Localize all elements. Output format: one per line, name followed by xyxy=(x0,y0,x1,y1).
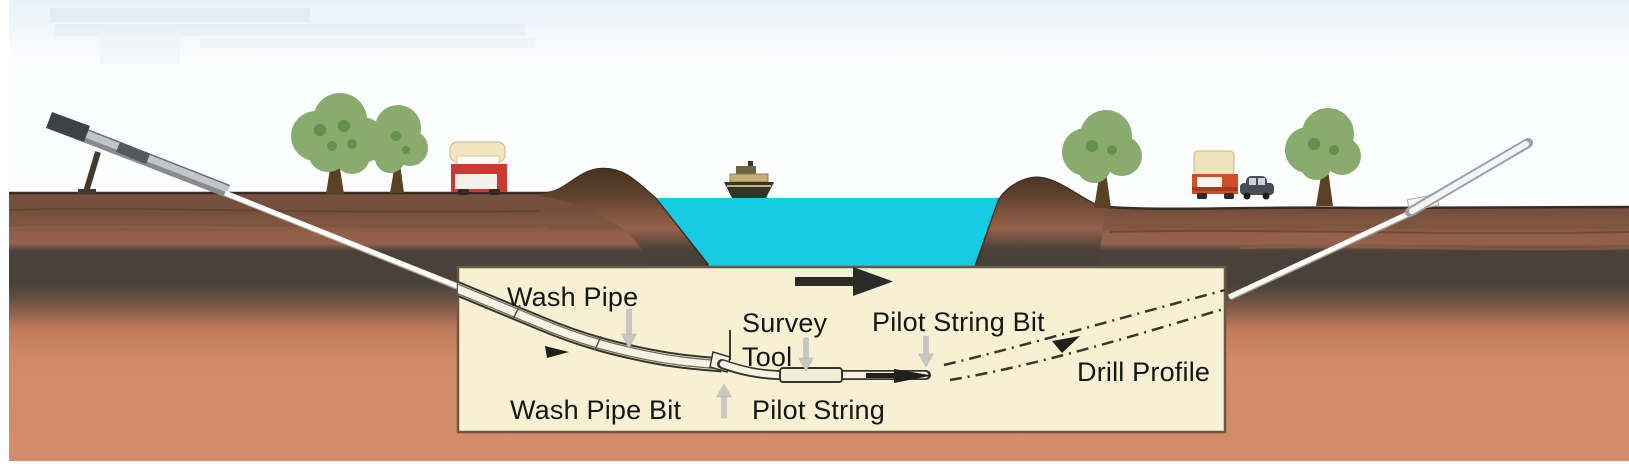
wheel xyxy=(1224,193,1234,199)
wash-pipe-bit-pointer-arrow xyxy=(716,383,732,419)
survey-tool-label-line1: Survey xyxy=(742,308,828,338)
sky xyxy=(0,0,1629,200)
wheel xyxy=(489,189,500,195)
drill-rig xyxy=(46,112,233,200)
truck xyxy=(449,141,507,195)
truck xyxy=(1192,150,1238,199)
direction-arrow xyxy=(795,267,893,296)
rig-leg xyxy=(83,151,101,193)
pilot-string-label: Pilot String xyxy=(752,395,885,425)
pilot-string-bit xyxy=(894,369,932,383)
tree xyxy=(1062,110,1142,208)
right-bank-mound xyxy=(976,177,1106,267)
wash-pipe-bit-label: Wash Pipe Bit xyxy=(510,395,682,425)
wheel xyxy=(458,189,469,195)
exit-pipe xyxy=(1227,138,1533,301)
car xyxy=(1240,176,1274,200)
wheel xyxy=(1197,193,1207,199)
wash-pipe-pointer-arrow xyxy=(621,308,637,349)
label-pointer-arrows xyxy=(621,308,934,419)
river-water xyxy=(648,198,1006,267)
drill-profile-arrowhead xyxy=(1052,336,1080,353)
pipe-direction-tick xyxy=(545,346,569,358)
wash-pipe-label: Wash Pipe xyxy=(507,282,639,312)
strata-lines xyxy=(8,207,1629,251)
drill-string xyxy=(224,190,461,292)
boat xyxy=(724,161,774,198)
drill-profile-path xyxy=(943,288,1225,382)
left-margin xyxy=(0,0,9,469)
pilot-string-bit-label: Pilot String Bit xyxy=(872,307,1045,337)
rig-carriage xyxy=(116,142,150,164)
survey-tool xyxy=(779,367,843,383)
drill-profile-label: Drill Profile xyxy=(1077,357,1211,387)
tree xyxy=(362,105,428,193)
survey-tool-pointer-arrow xyxy=(798,337,814,372)
left-bank-mound xyxy=(540,168,706,267)
bottom-margin xyxy=(0,461,1629,469)
river-banks xyxy=(540,168,1106,267)
wash-pipe xyxy=(458,280,723,373)
sky-smudge xyxy=(50,8,310,22)
survey-tool-label-line2: Tool xyxy=(742,342,793,372)
pilot-string xyxy=(717,359,932,383)
detail-inset xyxy=(456,265,1227,434)
tree xyxy=(1285,108,1361,206)
rig-motor xyxy=(46,112,90,142)
pilot-string-bit-pointer-arrow xyxy=(918,335,934,368)
